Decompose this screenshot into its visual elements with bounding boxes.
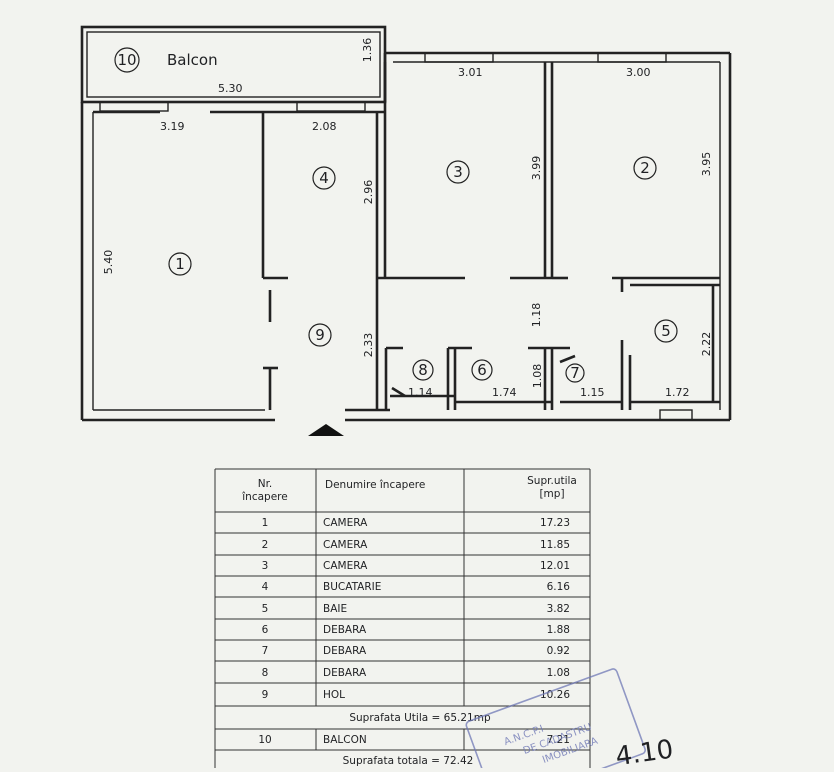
dim-balcon-width: 5.30 xyxy=(218,82,243,95)
dim-r5-width: 1.72 xyxy=(665,386,690,399)
room-6-marker: 6 xyxy=(471,359,493,381)
dim-r4-length: 2.96 xyxy=(362,180,375,205)
useful-total: Suprafata Utila = 65.21mp xyxy=(349,712,491,724)
room-1-marker: 1 xyxy=(168,252,192,276)
row-2-name: CAMERA xyxy=(323,539,368,551)
room-8-marker: 8 xyxy=(412,359,434,381)
row-3-area: 12.01 xyxy=(540,560,570,572)
header-nr-line1: Nr. xyxy=(258,478,273,490)
dim-r2-length: 3.95 xyxy=(700,152,713,177)
row-6-name: DEBARA xyxy=(323,624,367,636)
row-6-nr: 6 xyxy=(262,624,269,636)
row-7-nr: 7 xyxy=(262,645,269,657)
room-9-marker: 9 xyxy=(308,323,332,347)
row-4-nr: 4 xyxy=(262,581,269,593)
room-number-10: 10 xyxy=(117,51,136,69)
row-1-nr: 1 xyxy=(262,517,269,529)
row-4-name: BUCATARIE xyxy=(323,581,381,593)
room-10-marker: 10 xyxy=(114,47,140,73)
dim-r8-width: 1.14 xyxy=(408,386,433,399)
room-number-3: 3 xyxy=(453,163,463,181)
header-nr-line2: încapere xyxy=(241,491,287,503)
grand-total: Suprafata totala = 72.42 xyxy=(343,755,474,767)
room-number-7: 7 xyxy=(570,364,580,382)
handwritten-note: 4.10 xyxy=(614,735,676,768)
dim-r5-depth: 2.22 xyxy=(700,332,713,357)
row-10-name: BALCON xyxy=(323,734,367,746)
dim-r4-width: 2.08 xyxy=(312,120,337,133)
room-number-5: 5 xyxy=(661,322,671,340)
row-5-area: 3.82 xyxy=(547,603,570,615)
room-number-2: 2 xyxy=(640,159,650,177)
room-7-marker: 7 xyxy=(565,363,585,383)
row-3-name: CAMERA xyxy=(323,560,368,572)
row-3-nr: 3 xyxy=(262,560,269,572)
entrance-arrow-icon xyxy=(308,424,344,436)
dim-r7-width: 1.15 xyxy=(580,386,605,399)
dim-hol-depth: 2.33 xyxy=(362,333,375,358)
dim-r1-length: 5.40 xyxy=(102,250,115,275)
row-2-area: 11.85 xyxy=(540,539,570,551)
row-10-nr: 10 xyxy=(258,734,271,746)
row-9-name: HOL xyxy=(323,689,345,701)
row-6-area: 1.88 xyxy=(547,624,570,636)
header-area-line2: [mp] xyxy=(539,488,564,500)
room-5-marker: 5 xyxy=(654,319,678,343)
row-4-area: 6.16 xyxy=(547,581,571,593)
row-9-nr: 9 xyxy=(262,689,269,701)
row-8-nr: 8 xyxy=(262,667,269,679)
room-4-marker: 4 xyxy=(312,166,336,190)
row-7-area: 0.92 xyxy=(547,645,570,657)
row-1-name: CAMERA xyxy=(323,517,368,529)
area-table: Nr. încapere Denumire încapere Supr.util… xyxy=(214,468,591,768)
row-7-name: DEBARA xyxy=(323,645,367,657)
row-1-area: 17.23 xyxy=(540,517,570,529)
dim-balcon-depth: 1.36 xyxy=(361,38,374,63)
room-number-4: 4 xyxy=(319,169,329,187)
dim-corridor: 1.18 xyxy=(530,303,543,328)
room-3-marker: 3 xyxy=(446,160,470,184)
balcony-label: Balcon xyxy=(167,51,218,69)
room-2-marker: 2 xyxy=(633,156,657,180)
row-8-area: 1.08 xyxy=(547,667,570,679)
row-5-nr: 5 xyxy=(262,603,269,615)
dim-r6-width: 1.74 xyxy=(492,386,517,399)
walls xyxy=(80,25,732,422)
row-5-name: BAIE xyxy=(323,603,347,615)
room-number-6: 6 xyxy=(477,361,487,379)
dim-r3-width: 3.01 xyxy=(458,66,483,79)
header-area-line1: Supr.utila xyxy=(527,475,577,487)
row-9-area: 10.26 xyxy=(540,689,570,701)
room-number-8: 8 xyxy=(418,361,428,379)
dimensions: 5.30 1.36 3.19 5.40 2.08 2.96 3.01 3.99 … xyxy=(102,38,713,399)
header-name: Denumire încapere xyxy=(325,479,425,491)
row-8-name: DEBARA xyxy=(323,667,367,679)
dim-r6-depth: 1.08 xyxy=(531,364,544,389)
room-number-1: 1 xyxy=(175,255,185,273)
room-number-9: 9 xyxy=(315,326,325,344)
row-2-nr: 2 xyxy=(262,539,269,551)
dim-r2-width: 3.00 xyxy=(626,66,651,79)
row-10-area: 7.21 xyxy=(547,734,570,746)
dim-r3-length: 3.99 xyxy=(530,156,543,181)
dim-r1-width: 3.19 xyxy=(160,120,185,133)
